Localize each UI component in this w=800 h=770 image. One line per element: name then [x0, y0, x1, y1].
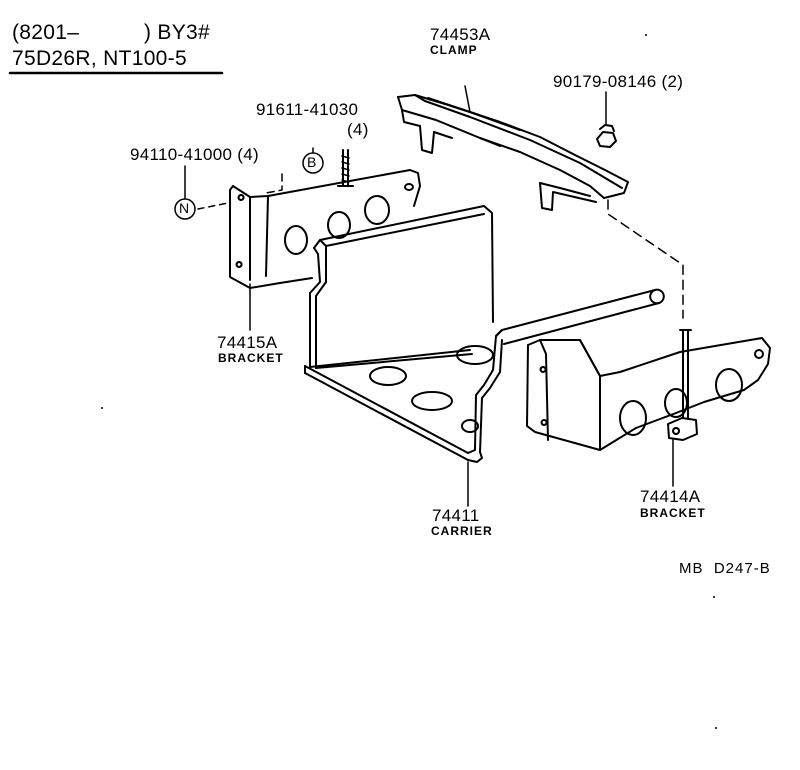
part-number-74411: 74411	[432, 506, 480, 525]
dashed-link-n	[197, 202, 229, 210]
nut-90179-08146	[596, 91, 617, 148]
clamp-74453a	[397, 85, 629, 211]
header-model-code: ) BY3#	[144, 21, 210, 44]
part-name-clamp: CLAMP	[430, 43, 478, 57]
bracket-74415a	[229, 169, 421, 289]
part-number-90179-08146: 90179-08146 (2)	[553, 72, 684, 91]
part-name-carrier: CARRIER	[431, 524, 493, 538]
part-number-74415a: 74415A	[217, 333, 278, 352]
symbol-n-label: N	[179, 200, 191, 216]
header-battery-types: 75D26R, NT100-5	[12, 47, 187, 70]
dashed-link-right	[607, 199, 684, 319]
bolt-91611-41030	[312, 147, 354, 187]
part-qty-91611-41030: (4)	[347, 120, 369, 139]
part-number-91611-41030: 91611-41030	[256, 100, 359, 119]
part-number-74414a: 74414A	[640, 487, 701, 506]
part-name-bracket-right: BRACKET	[640, 506, 706, 520]
bracket-74414a	[526, 337, 771, 451]
bolt-74414a	[667, 329, 698, 441]
header-range-start: (8201–	[12, 21, 80, 44]
part-number-74453a: 74453A	[430, 25, 491, 44]
carrier-74411	[304, 205, 665, 463]
part-number-94110-41000: 94110-41000 (4)	[130, 145, 259, 164]
dashed-link-left	[265, 173, 283, 194]
diagram-reference: MB D247-B	[679, 560, 771, 577]
symbol-b-label: B	[307, 154, 318, 170]
part-name-bracket-left: BRACKET	[218, 351, 284, 365]
